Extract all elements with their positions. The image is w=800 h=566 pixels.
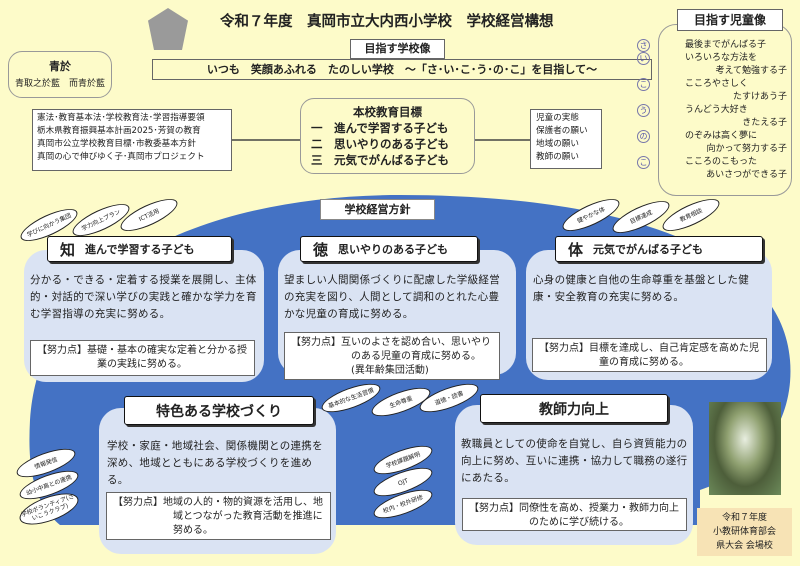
child-image-mark: こ [637,156,650,169]
effort-label: 【努力点】 [113,497,163,508]
goal-item: 二 思いやりのある子ども [311,137,449,151]
wish-item: 地域の願い [536,139,579,149]
child-image-line: いろいろな方法を [685,53,758,63]
special-school-effort: 【努力点】地域の人的・物的資源を活用し、地域とつながった教育活動を推進に努める。 [106,492,331,540]
wish-item: 保護者の願い [536,126,588,136]
basis-item: 真岡市公立学校教育目標･市教委基本方針 [37,139,196,149]
pillar-head: 徳 [313,240,329,259]
child-image-line: きたえる子 [742,118,787,128]
basis-item: 真岡の心で伸びゆく子･真岡市プロジェクト [37,152,205,162]
caption-line: 県大会 会場校 [716,541,773,551]
child-image-title: 目指す児童像 [677,9,783,31]
child-image-line: こころやさしく [685,79,749,89]
pillar-morality-text: 望ましい人間関係づくりに配慮した学級経営の充実を図り、人間として調和のとれた心豊… [284,274,500,320]
basis-list: 憲法･教育基本法･学校教育法･学習指導要領 栃木県教育振興基本計画2025･芳賀… [32,109,232,171]
wishes-list: 児童の実態 保護者の願い 地域の願い 教師の願い [530,109,602,169]
special-school-header: 特色ある学校づくり [124,396,314,425]
school-motto: いつも 笑顔あふれる たのしい学校 ～「さ･い･こ･う･の･こ」を目指して～ [152,59,652,80]
page-title: 令和７年度 真岡市立大内西小学校 学校経営構想 [220,14,554,30]
child-image-line: こころのこもった [685,157,758,167]
child-image-line: 向かって努力する子 [706,144,787,154]
goal-item: 三 元気でがんばる子ども [311,153,449,167]
goal-item: 一 進んで学習する子ども [311,121,449,135]
effort-label: 【努力点】 [469,503,519,514]
effort-text: 地域の人的・物的資源を活用し、地域とつながった教育活動を推進に努める。 [163,497,323,536]
goals-title: 本校教育目標 [353,105,422,119]
child-image-mark: の [637,130,650,143]
child-image-line: あいさつができる子 [706,170,787,180]
education-goals: 本校教育目標 一 進んで学習する子ども 二 思いやりのある子ども 三 元気でがん… [300,98,475,174]
tree-photo [709,402,781,495]
teacher-text: 教職員としての使命を自覚し、自ら資質能力の向上に努め、互いに連携・協力して職務の… [461,438,688,484]
photo-caption: 令和７年度 小教研体育部会 県大会 会場校 [697,508,792,556]
effort-label: 【努力点】 [291,337,341,348]
pillar-physical-text: 心身の健康と自他の生命尊重を基盤とした健康・安全教育の充実に努める。 [533,274,749,303]
child-image-line: たすけあう子 [732,92,787,102]
child-image-mark: い [637,52,650,65]
teacher-effort: 【努力点】同僚性を高め、授業力・教師力向上のために学び続ける。 [462,498,687,531]
child-image-line: のぞみは高く夢に [685,131,758,141]
effort-text: 基礎・基本の確実な定着と分かる授業の実践に努める。 [87,345,247,370]
pillar-morality-header: 徳思いやりのある子ども [300,236,478,262]
caption-line: 令和７年度 [721,513,767,523]
effort-label: 【努力点】 [37,345,87,356]
effort-text: 互いのよさを認め合い、思いやりのある児童の育成に努める。(異年齢集団活動) [341,337,491,376]
wish-item: 教師の願い [536,152,579,162]
pillar-physical-header: 体元気でがんばる子ども [555,236,763,262]
pillar-intellect-header: 知進んで学習する子ども [47,236,232,262]
school-vision-label: 目指す学校像 [350,39,445,59]
effort-label: 【努力点】 [539,343,589,354]
child-image-box: さ 最後までがんばる子い いろいろな方法を考えて勉強する子こ こころやさしくたすけあう… [637,24,792,196]
wish-item: 児童の実態 [536,113,579,123]
basis-item: 栃木県教育振興基本計画2025･芳賀の教育 [37,126,201,136]
special-school-text: 学校・家庭・地域社会、関係機関との連携を深め、地域とともにある学校づくりを進める… [107,440,323,486]
seio-title: 青於 [49,60,71,73]
child-image-line: 考えて勉強する子 [715,66,787,76]
pillar-title: 進んで学習する子ども [85,243,195,256]
effort-text: 同僚性を高め、授業力・教師力向上のために学び続ける。 [519,503,679,528]
basis-item: 憲法･教育基本法･学校教育法･学習指導要領 [37,113,205,123]
pillar-head: 体 [568,240,584,259]
policy-label: 学校経営方針 [320,199,435,220]
pillar-head: 知 [60,240,76,259]
pillar-intellect-text: 分かる・できる・定着する授業を展開し、主体的・対話的で深い学びの実践と確かな学力… [30,274,257,320]
seio-box: 青於 青取之於藍 而青於藍 [8,51,112,98]
pillar-title: 元気でがんばる子ども [593,243,704,256]
teacher-header: 教師力向上 [480,394,668,423]
effort-text: 目標を達成し、自己肯定感を高めた児童の育成に努める。 [589,343,759,368]
pillar-intellect-effort: 【努力点】基礎・基本の確実な定着と分かる授業の実践に努める。 [30,340,255,376]
seio-text: 青取之於藍 而青於藍 [14,79,105,89]
child-image-mark: う [637,104,650,117]
pillar-title: 思いやりのある子ども [338,243,449,256]
child-image-line: うんどう大好き [685,105,748,115]
child-image-line: 最後までがんばる子 [685,40,767,50]
pillar-physical-effort: 【努力点】目標を達成し、自己肯定感を高めた児童の育成に努める。 [532,338,767,372]
child-image-mark: こ [637,78,650,91]
caption-line: 小教研体育部会 [712,527,776,537]
child-image-mark: さ [637,39,650,52]
pillar-morality-effort: 【努力点】互いのよさを認め合い、思いやりのある児童の育成に努める。(異年齢集団活… [284,332,500,380]
